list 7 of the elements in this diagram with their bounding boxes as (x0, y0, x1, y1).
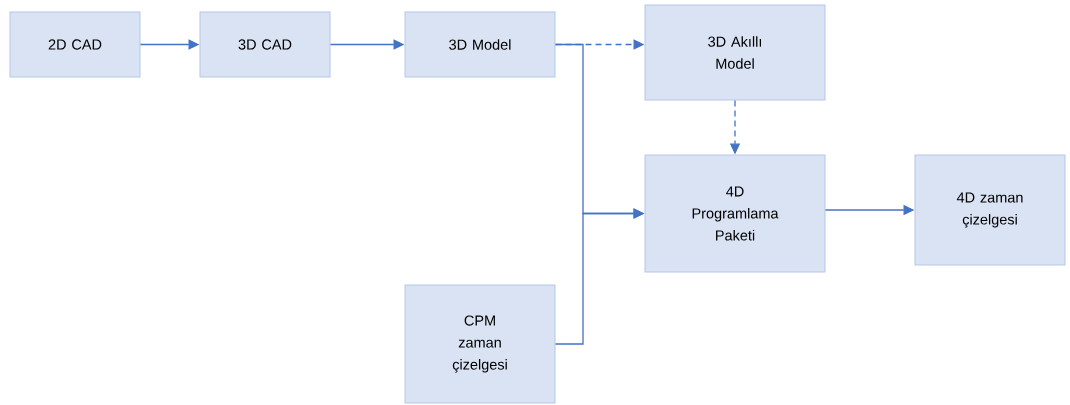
process-box: 3D Model (404, 11, 556, 78)
process-box: 2D CAD (9, 11, 141, 78)
process-box: 3D CAD (199, 11, 331, 78)
process-box: CPM zaman çizelgesi (404, 284, 556, 404)
process-box: 4D zaman çizelgesi (914, 154, 1066, 266)
process-box: 4D Programlama Paketi (644, 154, 826, 273)
process-box: 3D Akıllı Model (644, 4, 826, 101)
